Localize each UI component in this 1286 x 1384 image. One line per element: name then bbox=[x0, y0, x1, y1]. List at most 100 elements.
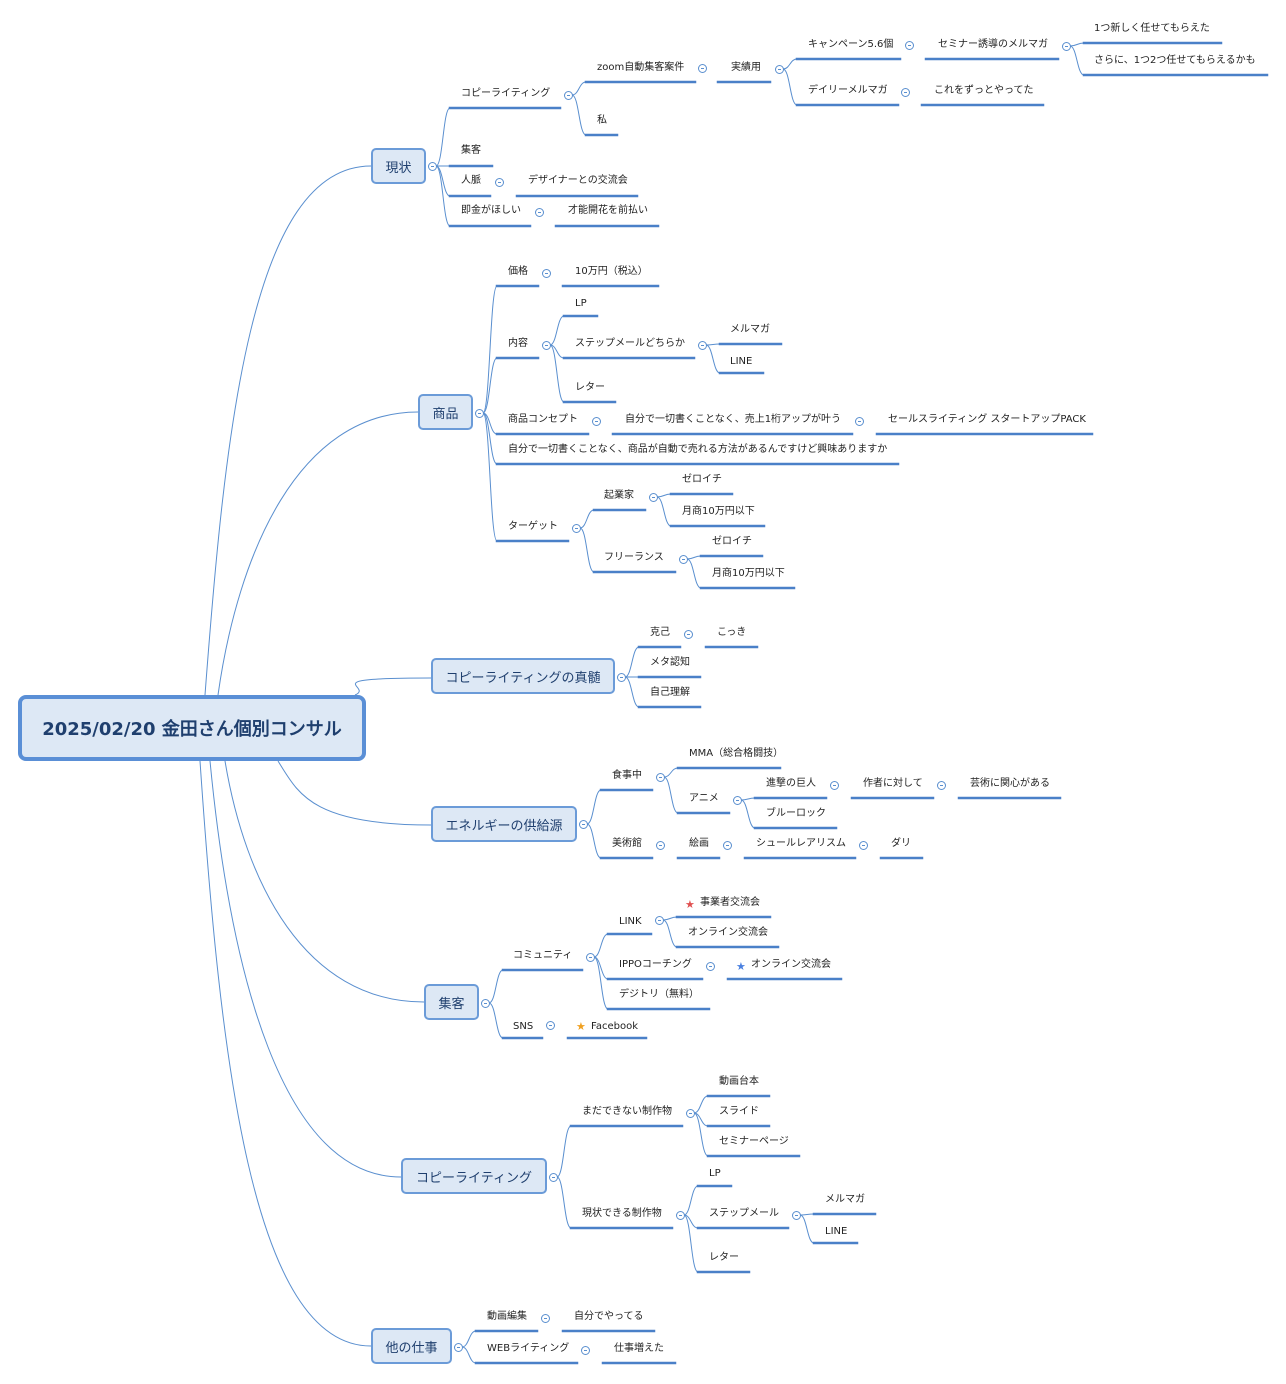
branch-shukyaku[interactable]: 集客 bbox=[424, 984, 479, 1020]
node-online-2[interactable]: オンライン交流会 bbox=[751, 959, 831, 970]
node-concept-text[interactable]: 自分で一切書くことなく、売上1桁アップが叶う bbox=[625, 414, 842, 425]
root-topic[interactable]: 2025/02/20 金田さん個別コンサル bbox=[18, 695, 366, 761]
node-sakusha[interactable]: 作者に対して bbox=[863, 778, 923, 789]
node-zeroichi-1[interactable]: ゼロイチ bbox=[682, 474, 722, 485]
collapse-toggle-icon[interactable] bbox=[481, 999, 490, 1008]
node-web-writing[interactable]: WEBライティング bbox=[487, 1343, 570, 1354]
node-new-one[interactable]: 1つ新しく任せてもらえた bbox=[1094, 23, 1210, 34]
collapse-toggle-icon[interactable] bbox=[428, 162, 437, 171]
node-w-lp[interactable]: LP bbox=[709, 1168, 721, 1179]
node-gessho-1[interactable]: 月商10万円以下 bbox=[682, 506, 755, 517]
branch-shohin[interactable]: 商品 bbox=[418, 394, 473, 430]
node-seminar-page[interactable]: セミナーページ bbox=[719, 1136, 789, 1147]
node-zeroichi-2[interactable]: ゼロイチ bbox=[712, 536, 752, 547]
collapse-toggle-icon[interactable] bbox=[706, 962, 715, 971]
node-kokki[interactable]: 克己 bbox=[650, 627, 670, 638]
collapse-toggle-icon[interactable] bbox=[572, 524, 581, 533]
collapse-toggle-icon[interactable] bbox=[564, 91, 573, 100]
node-shukyaku[interactable]: 集客 bbox=[461, 145, 481, 156]
node-kokki-reading[interactable]: こっき bbox=[717, 627, 747, 638]
collapse-toggle-icon[interactable] bbox=[546, 1021, 555, 1030]
collapse-toggle-icon[interactable] bbox=[723, 841, 732, 850]
node-douga-henshu[interactable]: 動画編集 bbox=[487, 1311, 527, 1322]
collapse-toggle-icon[interactable] bbox=[733, 796, 742, 805]
node-pack[interactable]: セールスライティング スタートアップPACK bbox=[888, 414, 1086, 425]
collapse-toggle-icon[interactable] bbox=[649, 493, 658, 502]
node-jigyousha[interactable]: 事業者交流会 bbox=[700, 897, 760, 908]
collapse-toggle-icon[interactable] bbox=[901, 88, 910, 97]
node-online-1[interactable]: オンライン交流会 bbox=[688, 927, 768, 938]
node-dejitori[interactable]: デジトリ（無料） bbox=[619, 989, 699, 1000]
node-douga-daihon[interactable]: 動画台本 bbox=[719, 1076, 759, 1087]
node-link[interactable]: LINK bbox=[619, 916, 642, 927]
node-facebook[interactable]: Facebook bbox=[591, 1021, 638, 1032]
node-anime[interactable]: アニメ bbox=[689, 793, 719, 804]
node-slide[interactable]: スライド bbox=[719, 1106, 759, 1117]
node-zoom-case[interactable]: zoom自動集客案件 bbox=[597, 62, 685, 73]
collapse-toggle-icon[interactable] bbox=[656, 841, 665, 850]
collapse-toggle-icon[interactable] bbox=[617, 673, 626, 682]
node-gessho-2[interactable]: 月商10万円以下 bbox=[712, 568, 785, 579]
node-meta[interactable]: メタ認知 bbox=[650, 657, 690, 668]
node-pitch[interactable]: 自分で一切書くことなく、商品が自動で売れる方法があるんですけど興味ありますか bbox=[508, 444, 888, 455]
collapse-toggle-icon[interactable] bbox=[684, 630, 693, 639]
node-jibun-yatteru[interactable]: 自分でやってる bbox=[574, 1311, 644, 1322]
node-w-letter[interactable]: レター bbox=[709, 1252, 739, 1263]
collapse-toggle-icon[interactable] bbox=[542, 341, 551, 350]
node-bluelock[interactable]: ブルーロック bbox=[766, 808, 826, 819]
node-campaign[interactable]: キャンペーン5.6個 bbox=[808, 39, 894, 50]
node-naiyou[interactable]: 内容 bbox=[508, 338, 528, 349]
node-daily-mail[interactable]: デイリーメルマガ bbox=[808, 85, 888, 96]
node-seminar-mail[interactable]: セミナー誘導のメルマガ bbox=[938, 39, 1048, 50]
node-step-mail[interactable]: ステップメール bbox=[709, 1208, 779, 1219]
node-line[interactable]: LINE bbox=[730, 356, 753, 367]
node-dali[interactable]: ダリ bbox=[891, 838, 911, 849]
node-sokkin[interactable]: 即金がほしい bbox=[461, 205, 521, 216]
node-sns[interactable]: SNS bbox=[513, 1021, 534, 1032]
collapse-toggle-icon[interactable] bbox=[905, 41, 914, 50]
collapse-toggle-icon[interactable] bbox=[586, 953, 595, 962]
node-madada[interactable]: まだできない制作物 bbox=[582, 1106, 672, 1117]
node-genjo-dekiru[interactable]: 現状できる制作物 bbox=[582, 1208, 662, 1219]
node-bijutsukan[interactable]: 美術館 bbox=[612, 838, 642, 849]
node-kakaku[interactable]: 価格 bbox=[508, 266, 528, 277]
node-price[interactable]: 10万円（税込） bbox=[575, 266, 648, 277]
collapse-toggle-icon[interactable] bbox=[655, 916, 664, 925]
node-sainou[interactable]: 才能開花を前払い bbox=[568, 205, 648, 216]
collapse-toggle-icon[interactable] bbox=[676, 1211, 685, 1220]
collapse-toggle-icon[interactable] bbox=[581, 1346, 590, 1355]
node-w-merumaga[interactable]: メルマガ bbox=[825, 1194, 865, 1205]
node-shingeki[interactable]: 進撃の巨人 bbox=[766, 778, 816, 789]
collapse-toggle-icon[interactable] bbox=[855, 417, 864, 426]
collapse-toggle-icon[interactable] bbox=[830, 781, 839, 790]
collapse-toggle-icon[interactable] bbox=[541, 1314, 550, 1323]
node-mma[interactable]: MMA（総合格闘技） bbox=[689, 748, 784, 759]
node-zutto[interactable]: これをずっとやってた bbox=[934, 85, 1034, 96]
collapse-toggle-icon[interactable] bbox=[937, 781, 946, 790]
node-kigyouka[interactable]: 起業家 bbox=[604, 490, 634, 501]
node-jinmyaku[interactable]: 人脈 bbox=[461, 175, 481, 186]
collapse-toggle-icon[interactable] bbox=[698, 64, 707, 73]
collapse-toggle-icon[interactable] bbox=[698, 341, 707, 350]
collapse-toggle-icon[interactable] bbox=[579, 820, 588, 829]
node-watashi[interactable]: 私 bbox=[597, 115, 607, 126]
node-jiko[interactable]: 自己理解 bbox=[650, 687, 690, 698]
node-step-either[interactable]: ステップメールどちらか bbox=[575, 338, 685, 349]
node-ippo[interactable]: IPPOコーチング bbox=[619, 959, 692, 970]
collapse-toggle-icon[interactable] bbox=[775, 65, 784, 74]
collapse-toggle-icon[interactable] bbox=[542, 269, 551, 278]
collapse-toggle-icon[interactable] bbox=[549, 1173, 558, 1182]
node-target[interactable]: ターゲット bbox=[508, 521, 558, 532]
node-copywriting[interactable]: コピーライティング bbox=[461, 88, 551, 99]
node-w-line[interactable]: LINE bbox=[825, 1226, 848, 1237]
collapse-toggle-icon[interactable] bbox=[656, 773, 665, 782]
node-jisseki[interactable]: 実績用 bbox=[731, 62, 761, 73]
node-shigoto-fueta[interactable]: 仕事増えた bbox=[614, 1343, 664, 1354]
node-concept[interactable]: 商品コンセプト bbox=[508, 414, 578, 425]
branch-genjo[interactable]: 現状 bbox=[371, 148, 426, 184]
node-more[interactable]: さらに、1つ2つ任せてもらえるかも bbox=[1094, 55, 1256, 66]
collapse-toggle-icon[interactable] bbox=[1062, 42, 1071, 51]
collapse-toggle-icon[interactable] bbox=[859, 841, 868, 850]
branch-other-work[interactable]: 他の仕事 bbox=[371, 1328, 452, 1364]
collapse-toggle-icon[interactable] bbox=[686, 1109, 695, 1118]
